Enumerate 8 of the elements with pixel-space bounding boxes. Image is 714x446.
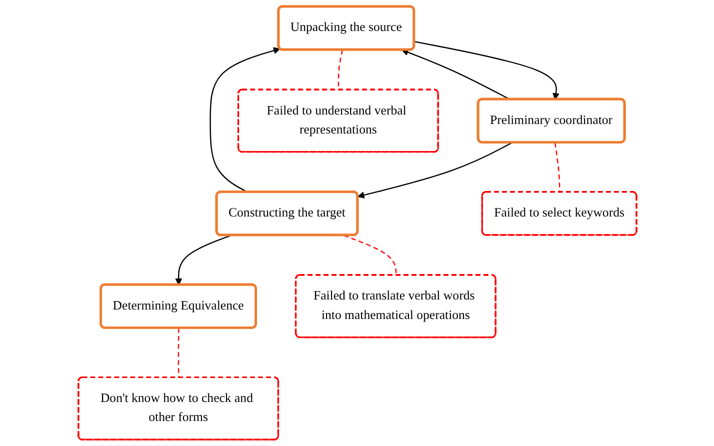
arrow: [209, 47, 280, 193]
connector: [177, 328, 179, 378]
connector: [343, 234, 396, 276]
arrow: [414, 41, 560, 100]
arrow: [174, 234, 231, 286]
arrow: [401, 48, 510, 100]
arrow: [357, 142, 512, 198]
connector: [554, 142, 560, 192]
